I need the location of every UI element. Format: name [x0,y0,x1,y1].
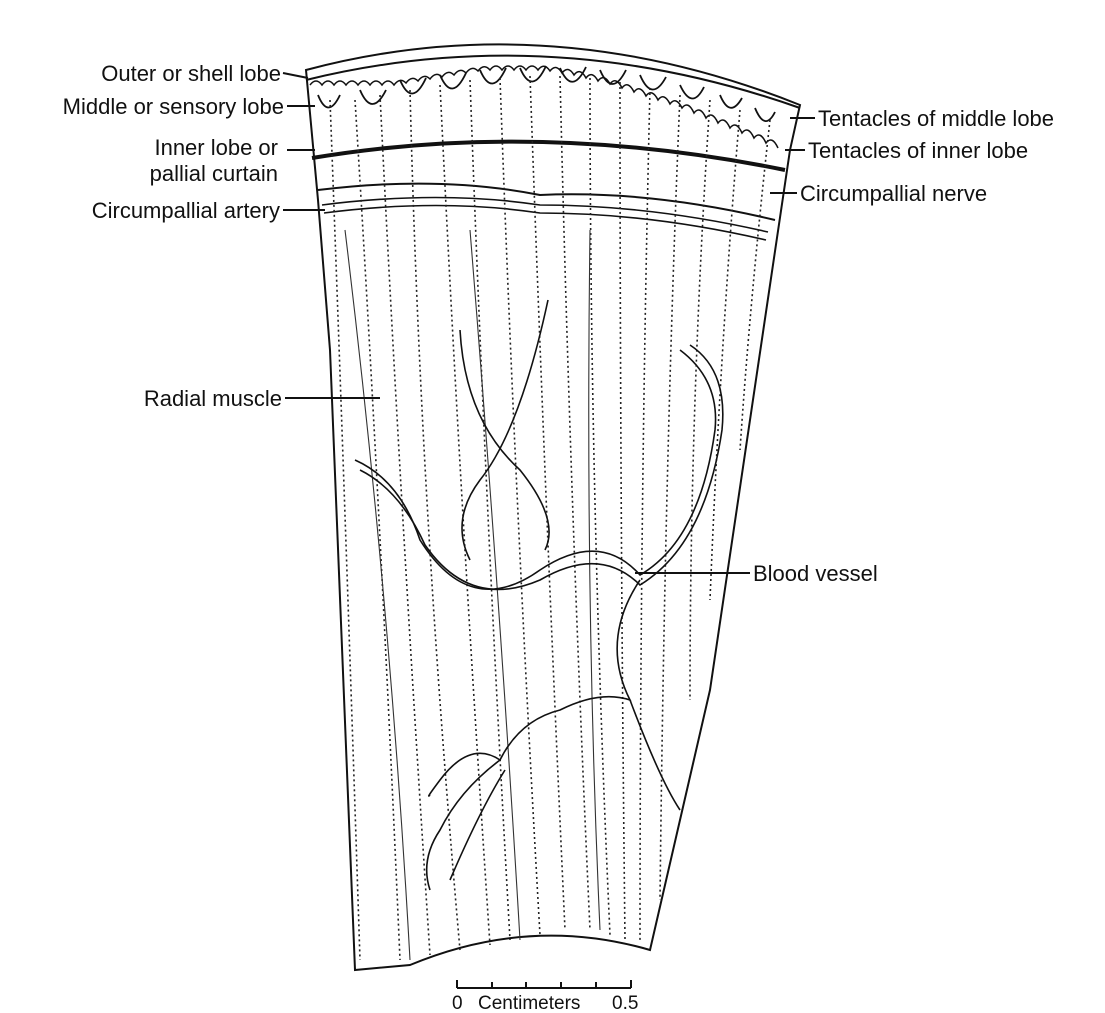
blood-vessel-path [450,770,505,880]
scale-end-label: 0.5 [612,993,638,1013]
label-circumpallial-nerve: Circumpallial nerve [800,181,987,206]
label-outer-lobe: Outer or shell lobe [101,61,281,86]
circumpallial-artery-inner [324,206,766,241]
blood-vessel-path [462,300,548,560]
mantle-section [306,44,800,970]
label-middle-lobe: Middle or sensory lobe [63,94,284,119]
radial-muscle-line [345,230,410,960]
radial-muscle-line [380,95,430,955]
blood-vessel-path [355,350,716,589]
label-inner-lobe-line1: Inner lobe or [154,135,278,160]
label-radial-muscle: Radial muscle [144,386,282,411]
radial-muscle-line [410,90,460,950]
scale-start-label: 0 [452,993,463,1013]
radial-muscle-line [589,230,600,930]
blood-vessel-path [429,753,500,796]
blood-vessels [355,300,723,890]
scale-bar: 0 Centimeters 0.5 [452,980,638,1013]
labels: Outer or shell lobe Middle or sensory lo… [63,61,1054,586]
radial-muscle-line [620,82,625,940]
blood-vessel-path [630,700,680,810]
radial-muscle-line [740,120,770,450]
radial-muscle-line [690,100,710,700]
label-blood-vessel: Blood vessel [753,561,878,586]
circumpallial-nerve [318,184,775,220]
label-inner-lobe-line2: pallial curtain [150,161,278,186]
scale-unit-label: Centimeters [478,993,580,1013]
label-tentacles-inner: Tentacles of inner lobe [808,138,1028,163]
label-tentacles-middle: Tentacles of middle lobe [818,106,1054,131]
mantle-outline [306,44,800,970]
radial-muscle-line [330,100,360,960]
radial-muscles [330,76,770,960]
label-circumpallial-artery: Circumpallial artery [92,198,280,223]
radial-muscle-line [560,76,590,930]
radial-muscle-line [640,88,650,940]
blood-vessel-path [427,580,640,890]
leader-outer-lobe [283,73,308,78]
leader-lines [283,73,815,573]
radial-muscle-line [710,110,740,600]
